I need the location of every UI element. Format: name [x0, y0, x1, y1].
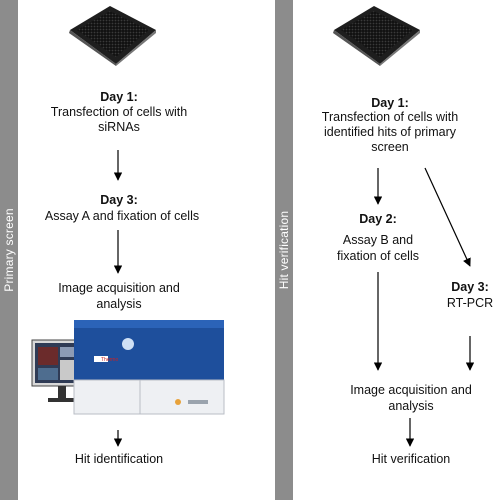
right-day1-line1: Transfection of cells with — [321, 110, 459, 124]
left-image-acq-line1: Image acquisition and — [58, 281, 180, 295]
left-day1-line1: Transfection of cells with — [50, 105, 188, 119]
left-day3-title: Day 3: — [100, 193, 138, 207]
left-microplate-image — [69, 6, 156, 66]
right-rt-pcr: RT-PCR — [446, 296, 494, 310]
left-day3-line1: Assay A and fixation of cells — [44, 209, 200, 223]
right-day2-line1: Assay B and — [342, 233, 414, 247]
left-hit-identification: Hit identification — [74, 452, 164, 466]
right-day2-title: Day 2: — [359, 212, 397, 226]
hit-verification-bar: Hit verification — [275, 0, 293, 500]
left-day1-title: Day 1: — [100, 90, 138, 104]
right-image-acq-line2: analysis — [388, 399, 434, 413]
right-hit-verification: Hit verification — [371, 452, 451, 466]
right-image-acq-line1: Image acquisition and — [350, 383, 472, 397]
right-day1-line3: screen — [371, 140, 409, 154]
right-day1-line2: identified hits of primary — [323, 125, 456, 139]
right-day1-title: Day 1: — [371, 96, 409, 110]
primary-screen-bar: Primary screen — [0, 0, 18, 500]
right-day3-title: Day 3: — [451, 280, 489, 294]
instrument-brand-text: Thermo — [101, 357, 118, 363]
arrow-right-2 — [424, 167, 471, 267]
imaging-instrument-image: Thermo — [31, 320, 225, 415]
right-microplate-image — [333, 6, 420, 66]
right-day2-line2: fixation of cells — [337, 249, 419, 263]
left-image-acq-line2: analysis — [96, 297, 142, 311]
left-day1-line2: siRNAs — [98, 120, 140, 134]
